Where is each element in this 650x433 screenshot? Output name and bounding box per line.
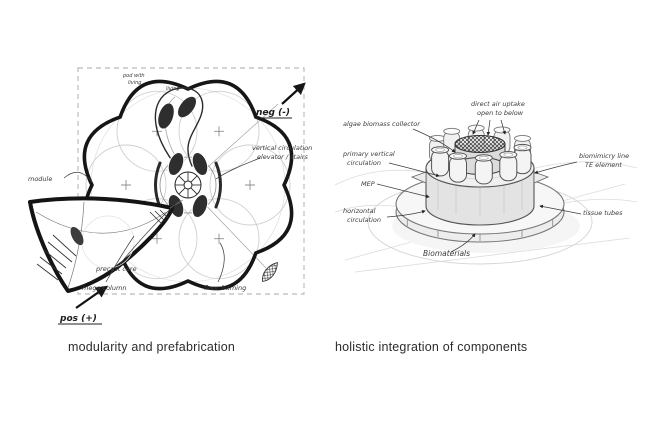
label-horizontal-2: circulation xyxy=(347,216,381,224)
label-air-uptake-2: open to below xyxy=(477,109,524,117)
plan-outline xyxy=(82,79,294,291)
label-biomaterials: Biomaterials xyxy=(423,249,470,258)
label-pod-note-1: pod with xyxy=(122,73,145,79)
label-tissue-tubes: tissue tubes xyxy=(583,209,623,217)
label-vertical-circulation-1: vertical circulation xyxy=(252,144,312,152)
annotation-leaders xyxy=(376,119,582,253)
figure-modularity: pod with living living module vertical c… xyxy=(20,50,320,335)
hatched-leaf xyxy=(262,261,278,282)
label-pos: pos (+) xyxy=(59,314,97,324)
label-floor-framing: floor framing xyxy=(204,284,246,292)
label-algae-collector: algae biomass collector xyxy=(343,120,421,128)
module-wedge xyxy=(28,196,184,293)
core-hatch-top xyxy=(454,134,506,154)
plan-sketch: pod with living living module vertical c… xyxy=(28,67,312,325)
caption-modularity: modularity and prefabrication xyxy=(68,340,235,354)
top-loop xyxy=(154,87,204,169)
annotation-leaders xyxy=(63,157,261,283)
label-biomimicry-2: TE element xyxy=(585,161,622,169)
label-module: module xyxy=(28,175,52,183)
label-precast-core: precast core xyxy=(95,265,137,273)
label-mep: MEP xyxy=(361,180,375,188)
pos-arrow xyxy=(75,285,108,309)
front-tubes xyxy=(431,143,532,185)
core-radial-hatch xyxy=(175,172,201,198)
caption-holistic: holistic integration of components xyxy=(335,340,528,354)
label-primary-vertical-2: circulation xyxy=(347,159,381,167)
figure-holistic: algae biomass collector direct air uptak… xyxy=(334,60,638,335)
label-air-uptake-1: direct air uptake xyxy=(471,100,525,108)
label-vertical-circulation-2: elevator / stairs xyxy=(257,153,309,161)
axon-sketch: algae biomass collector direct air uptak… xyxy=(334,100,638,273)
label-biomimicry-1: biomimicry line xyxy=(579,152,629,160)
neg-arrow xyxy=(281,82,306,105)
label-horizontal-1: horizontal xyxy=(343,207,376,215)
label-pod-note-2: living xyxy=(128,80,141,86)
label-mega-column: mega column xyxy=(82,284,126,292)
label-pod-note-3: living xyxy=(166,86,179,92)
label-neg: neg (-) xyxy=(256,108,290,118)
label-primary-vertical-1: primary vertical xyxy=(342,150,395,158)
polarity-arrows xyxy=(58,82,306,325)
